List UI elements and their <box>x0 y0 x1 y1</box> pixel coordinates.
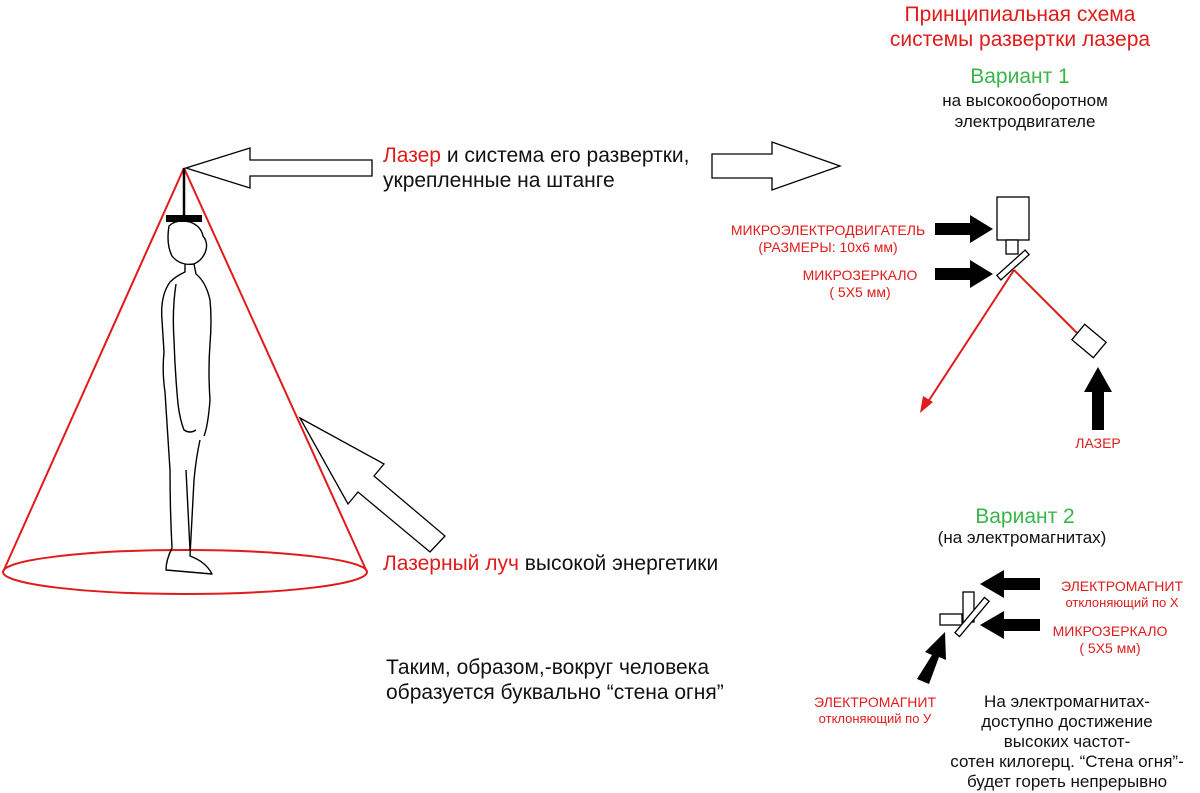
mirror-pointer-arrow-v1 <box>935 260 993 288</box>
variant1-subtitle: на высокооборотном электродвигателе <box>925 90 1125 132</box>
variant1-sub-line-1: на высокооборотном <box>942 91 1108 110</box>
magnet-y-label: ЭЛЕКТРОМАГНИТ отклоняющий по У <box>800 694 950 727</box>
variant1-heading: Вариант 1 <box>970 65 1070 88</box>
magnet-x-label-name: ЭЛЕКТРОМАГНИТ <box>1060 578 1184 594</box>
arrow-to-cone-beam <box>298 416 446 553</box>
title-line-1: Принципиальная схема <box>904 3 1136 26</box>
mirror-label-v2-name: МИКРОЗЕРКАЛО <box>1052 623 1168 639</box>
mirror-label-v2-size: ( 5Х5 мм) <box>1079 640 1141 656</box>
reflected-laser-beam <box>923 269 1015 409</box>
laser-pointer-arrow <box>1084 367 1112 430</box>
magnet-y-label-desc: отклоняющий по У <box>818 711 932 726</box>
note-line-4: сотен килогерц. “Стена огня”- <box>950 752 1184 771</box>
arrow-to-laser-source <box>183 147 373 189</box>
result-caption-line-2: образуется буквально “стена огня” <box>386 681 724 704</box>
micro-mirror-v2 <box>954 596 990 638</box>
title-line-2: системы развертки лазера <box>889 28 1151 51</box>
variant2-scheme <box>917 570 1040 684</box>
human-figure <box>160 220 213 575</box>
mounting-rod <box>166 168 202 222</box>
motor-shaft <box>1005 239 1019 255</box>
laser-caption-line-2: укрепленные на штанге <box>383 169 615 192</box>
mirror-label-v1-size: ( 5Х5 мм) <box>829 284 891 300</box>
mirror-label-v1-name: МИКРОЗЕРКАЛО <box>802 267 918 283</box>
variant2-subtitle: (на электромагнитах) <box>937 528 1107 547</box>
incoming-laser-beam <box>1013 269 1083 339</box>
mirror-label-v1: МИКРОЗЕРКАЛО ( 5Х5 мм) <box>790 267 930 301</box>
cone-left-edge <box>2 167 185 573</box>
beam-caption: Лазерный луч высокой энергетики <box>383 551 718 576</box>
variant2-heading: Вариант 2 <box>975 505 1075 528</box>
magnet-y-label-name: ЭЛЕКТРОМАГНИТ <box>813 694 937 710</box>
variant1-scheme <box>920 196 1112 430</box>
cone-right-edge <box>183 167 368 573</box>
mirror-pointer-arrow-v2 <box>980 611 1040 639</box>
motor-label-size: (РАЗМЕРЫ: 10х6 мм) <box>758 239 898 255</box>
note-line-3: высоких частот- <box>1003 732 1131 751</box>
motor-label-name: МИКРОЭЛЕКТРОДВИГАТЕЛЬ <box>730 222 926 238</box>
mirror-label-v2: МИКРОЗЕРКАЛО ( 5Х5 мм) <box>1040 623 1180 657</box>
magnet-x-label: ЭЛЕКТРОМАГНИТ отклоняющий по Х <box>1048 578 1196 611</box>
diagram-title: Принципиальная схема системы развертки л… <box>880 2 1160 52</box>
motor-label: МИКРОЭЛЕКТРОДВИГАТЕЛЬ (РАЗМЕРЫ: 10х6 мм) <box>728 222 928 256</box>
magnet-y-pointer-arrow <box>917 632 946 684</box>
magnet-x-pointer-arrow <box>980 570 1040 598</box>
motor-pointer-arrow <box>935 215 993 243</box>
arrow-to-right-scheme <box>711 141 842 191</box>
result-caption: Таким, образом,-вокруг человека образует… <box>386 655 724 705</box>
laser-cone <box>2 167 368 595</box>
micro-motor-box <box>996 196 1030 241</box>
note-line-2: доступно достижение <box>981 712 1153 731</box>
laser-label: ЛАЗЕР <box>1075 435 1121 451</box>
note-line-5: будет гореть непрерывно <box>966 772 1168 791</box>
laser-caption: Лазер и система его развертки, укрепленн… <box>383 143 689 193</box>
micro-mirror-v1 <box>995 249 1031 281</box>
laser-caption-word: Лазер <box>383 144 441 167</box>
variant2-note: На электромагнитах- доступно достижение … <box>942 692 1192 792</box>
beam-caption-word: Лазерный луч <box>383 552 519 575</box>
laser-source-box <box>1070 323 1108 359</box>
electromagnet-y <box>939 613 963 626</box>
variant1-sub-line-2: электродвигателе <box>954 112 1096 131</box>
result-caption-line-1: Таким, образом,-вокруг человека <box>386 656 709 679</box>
laser-caption-rest: и система его развертки, <box>440 144 690 167</box>
magnet-x-label-desc: отклоняющий по Х <box>1065 595 1179 610</box>
beam-caption-rest: высокой энергетики <box>518 552 719 575</box>
note-line-1: На электромагнитах- <box>984 692 1150 711</box>
reflected-beam-arrowhead <box>920 396 933 413</box>
